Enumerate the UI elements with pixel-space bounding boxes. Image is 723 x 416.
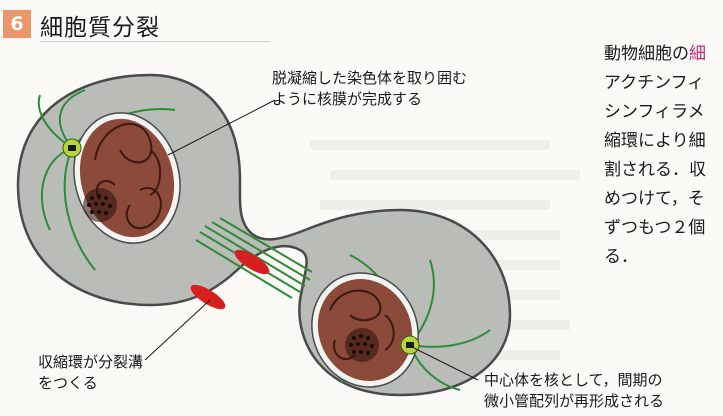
- left-nucleolus-dots: [87, 194, 112, 215]
- side-text-line: 縮環により細: [604, 131, 706, 151]
- section-header: 6 細胞質分裂: [0, 0, 723, 42]
- side-text-line: 動物細胞の細: [604, 44, 706, 64]
- right-centriole: [406, 342, 414, 348]
- side-text-line: めつけて，そ: [604, 189, 705, 209]
- section-title: 細胞質分裂: [40, 15, 160, 41]
- left-centriole: [68, 145, 76, 151]
- right-nucleolus-dots: [349, 334, 374, 355]
- label-centrosome: 中心体を核として，間期の 微小管配列が再形成される: [484, 371, 665, 410]
- header-divider: [40, 41, 270, 42]
- side-text-line: 割される．収: [604, 160, 706, 180]
- side-text-line: シンフィラメ: [604, 102, 705, 122]
- section-number-badge: 6: [3, 10, 31, 38]
- contractile-ring-upper: [234, 249, 270, 275]
- side-text-line: ずつもつ２個: [604, 218, 706, 238]
- label-nuclear-envelope: 脱凝縮した染色体を取り囲む ように核膜が完成する: [272, 69, 468, 108]
- label-contractile-ring: 収縮環が分裂溝 をつくる: [38, 353, 144, 392]
- contractile-ring-lower: [190, 284, 226, 310]
- leader-nuclear-envelope: [167, 99, 276, 156]
- leader-centrosome: [413, 347, 479, 381]
- side-explanation-text: 動物細胞の細 アクチンフィ シンフィラメ 縮環により細 割される．収 めつけて，…: [604, 40, 723, 272]
- leader-contractile-ring: [144, 299, 211, 361]
- side-text-line: アクチンフィ: [604, 73, 705, 93]
- side-text-line: る．: [604, 247, 638, 267]
